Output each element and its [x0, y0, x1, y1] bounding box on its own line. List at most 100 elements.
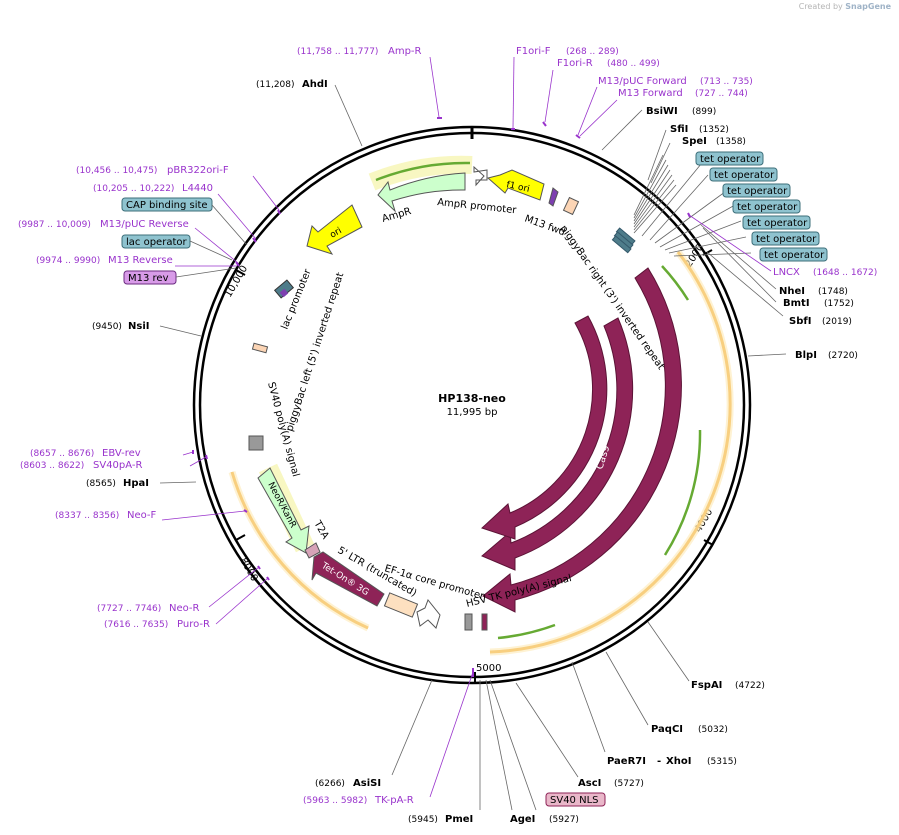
svg-text:tet operator: tet operator [737, 202, 798, 213]
primer-m13-fwd-pos: (727 .. 744) [695, 89, 748, 99]
site-spei-pos: (1358) [716, 137, 746, 147]
site-paqci-name: PaqCI [651, 724, 683, 735]
site-blpi-pos: (2720) [828, 351, 858, 361]
tet-operator-box-7: tet operator [759, 247, 828, 262]
sv40-nls-marker [481, 613, 488, 631]
site-fspai-name: FspAI [691, 680, 722, 691]
snapgene-logo-text: SnapGene [845, 2, 891, 11]
primer-f1ori-r-name: F1ori-R [557, 58, 593, 69]
svg-text:tet operator: tet operator [700, 154, 761, 165]
site-nsii-pos: (9450) [92, 322, 122, 332]
site-bmti-pos: (1752) [824, 299, 854, 309]
svg-text:tet operator: tet operator [756, 234, 817, 245]
plasmid-name: HP138-neo [438, 392, 506, 405]
t2a-label: T2A [311, 518, 331, 541]
created-by-credit: Created by SnapGene [799, 2, 891, 11]
m13-rev-box: M13 rev [123, 270, 177, 285]
site-agei-pos: (5927) [549, 815, 579, 825]
tet-on-arrow [311, 551, 385, 607]
tet-operator-box-1: tet operator [695, 151, 764, 166]
cas9-label-2: Cas9 [624, 452, 643, 479]
cas9-arrow-middle [481, 317, 634, 571]
site-xhoi-name: XhoI [666, 756, 691, 767]
sv40-polya-box [248, 435, 264, 451]
ampr-label: AmpR [381, 206, 413, 225]
lac-operator-stack [273, 279, 295, 299]
primer-pbr322-name: pBR322ori-F [167, 165, 229, 176]
primer-f1ori-f-name: F1ori-F [516, 46, 551, 57]
green-arrow-1 [661, 265, 690, 301]
f1-ori-arrow [486, 169, 545, 201]
tet-operator-box-5: tet operator [742, 215, 811, 230]
primer-labels: (11,758 .. 11,777) Amp-R F1ori-F (268 ..… [18, 46, 877, 806]
site-pmei-name: PmeI [445, 814, 473, 825]
site-xhoi-sep: - [657, 756, 661, 767]
peach-box-top [562, 196, 580, 216]
site-paqci-pos: (5032) [698, 725, 728, 735]
tet-operator-box-4: tet operator [732, 199, 801, 214]
svg-text:M13 rev: M13 rev [128, 273, 169, 284]
svg-text:CAP binding site: CAP binding site [126, 200, 208, 211]
primer-m13puc-fwd-pos: (713 .. 735) [700, 77, 753, 87]
primer-m13puc-rev-name: M13/pUC Reverse [100, 219, 189, 230]
tet-operator-boxes: tet operator tet operator tet operator t… [695, 151, 828, 262]
primer-f1ori-r-pos: (480 .. 499) [607, 59, 660, 69]
primer-m13-fwd-name: M13 Forward [618, 88, 683, 99]
cas9-arrow-inner [481, 315, 608, 540]
f1-ori-label: f1 ori [505, 180, 530, 195]
primer-neo-f-pos: (8337 .. 8356) [55, 511, 119, 521]
tet-operator-box-6: tet operator [751, 231, 820, 246]
hsv-tk-box [464, 613, 473, 631]
green-arrow-2 [663, 429, 702, 556]
primer-neo-f-name: Neo-F [127, 510, 157, 521]
site-ahdi-name: AhdI [302, 79, 328, 90]
site-hpai-name: HpaI [123, 478, 149, 489]
orange-arc-left-glow [228, 471, 370, 632]
site-nsii-name: NsiI [128, 321, 149, 332]
site-blpi-name: BlpI [795, 350, 817, 361]
ampr-top-line [375, 161, 471, 182]
svg-text:SV40 NLS: SV40 NLS [550, 795, 599, 806]
ori-arrow [306, 204, 363, 255]
primer-ampr-pos: (11,758 .. 11,777) [297, 47, 378, 57]
primer-puro-r-pos: (7616 .. 7635) [104, 620, 168, 630]
t2a-marker [304, 542, 321, 559]
site-asisi-name: AsiSI [353, 778, 381, 789]
tet-operator-stack [611, 227, 636, 254]
primer-tkpa-r-name: TK-pA-R [374, 795, 414, 806]
lac-promoter-label: lac promoter [280, 267, 315, 331]
site-paer7i-name: PaeR7I [607, 756, 646, 767]
site-sfii-name: SfiI [670, 124, 688, 135]
site-sbfi-name: SbfI [789, 316, 811, 327]
ampr-promoter-label: AmpR promoter [437, 197, 518, 216]
cas9-label-3: Cas9 [670, 472, 688, 499]
primer-lncx-pos: (1648 .. 1672) [813, 268, 877, 278]
primer-pbr322-pos: (10,456 .. 10,475) [76, 166, 157, 176]
tick-5000: 5000 [474, 663, 501, 684]
site-leader-lines [159, 84, 787, 811]
tet-operator-box-2: tet operator [709, 167, 778, 182]
orange-arc-right-glow [489, 249, 734, 656]
site-bsiwi-pos: (899) [692, 107, 716, 117]
svg-text:lac operator: lac operator [126, 237, 187, 248]
primer-puro-r-name: Puro-R [177, 619, 210, 630]
ampr-arrow [377, 172, 466, 213]
site-pmei-pos: (5945) [408, 815, 438, 825]
svg-text:tet operator: tet operator [764, 250, 825, 261]
site-bsiwi-name: BsiWI [646, 106, 678, 117]
primer-leader-lines [161, 56, 772, 798]
primer-ampr-name: Amp-R [388, 46, 422, 57]
primer-l4440-pos: (10,205 .. 10,222) [93, 184, 174, 194]
cas9-arrow-outer [482, 267, 682, 613]
site-nhei-pos: (1748) [818, 287, 848, 297]
neor-kanr-arrow [257, 467, 310, 554]
m13-fwd-marker [548, 187, 559, 207]
primer-f1ori-f-pos: (268 .. 289) [566, 47, 619, 57]
primer-ebv-rev-pos: (8657 .. 8676) [30, 449, 94, 459]
primer-m13-rev-pos: (9974 .. 9990) [36, 256, 100, 266]
ltr-box [383, 592, 419, 618]
site-sfii-pos: (1352) [699, 125, 729, 135]
credit-prefix: Created by [798, 2, 843, 11]
ampr-promoter-arrow [473, 165, 488, 187]
